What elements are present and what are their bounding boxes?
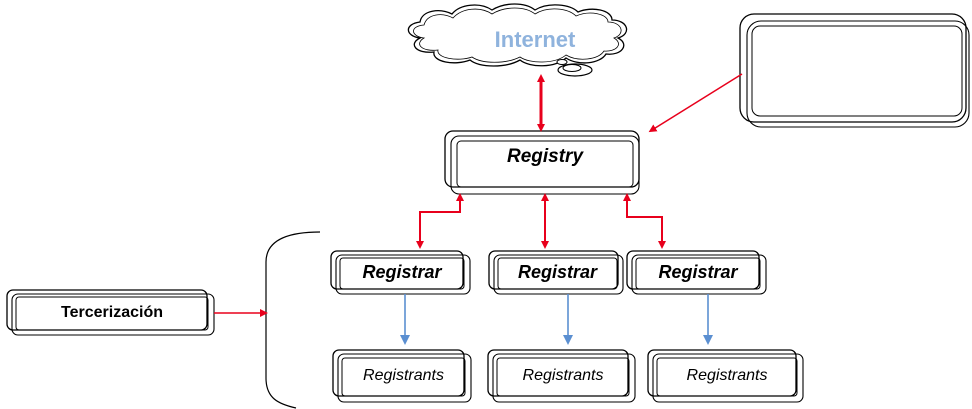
registrants-label-2: Registrants (522, 367, 604, 384)
internet-label: Internet (494, 27, 576, 52)
group-bracket (265, 231, 321, 409)
registry-registrar-left-arrow (416, 193, 464, 249)
registrar-label-3: Registrar (658, 261, 738, 282)
registry-label: Registry (506, 146, 584, 167)
registrants-box-3 (647, 349, 804, 403)
outsourcing-label: Tercerización (61, 304, 163, 321)
internet-cloud (407, 3, 628, 77)
registrar-label-2: Registrar (517, 261, 598, 282)
registry-registrar-right-arrow (623, 193, 666, 249)
blue-arrows (400, 294, 713, 345)
registrants-label-1: Registrants (363, 367, 444, 384)
registrar-box-1 (330, 250, 471, 295)
registrar-box-2 (488, 250, 624, 295)
empty-note-box (739, 13, 970, 128)
registrants-label-3: Registrants (686, 367, 768, 384)
outsourcing-box (6, 289, 215, 336)
registrants-box-2 (487, 349, 636, 403)
registrants-box-1 (332, 349, 472, 403)
registrar-label-1: Registrar (362, 261, 442, 282)
red-arrows (214, 73, 743, 317)
note-to-registry-arrow (648, 73, 743, 133)
registrar-box-3 (626, 250, 767, 295)
